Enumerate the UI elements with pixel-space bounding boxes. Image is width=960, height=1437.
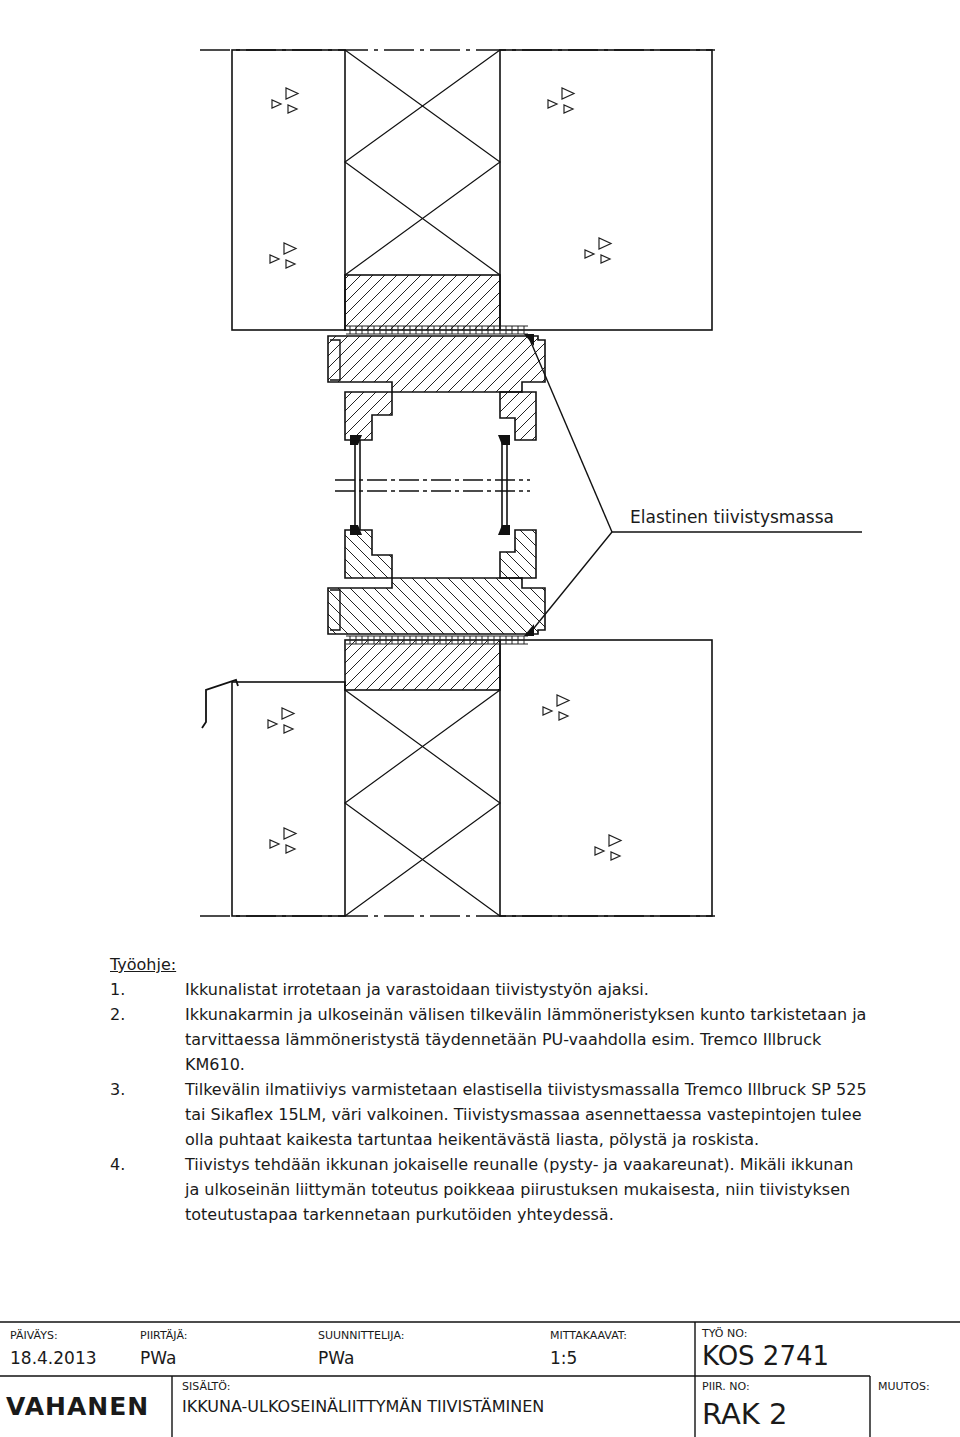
lower-wall-part xyxy=(345,690,500,916)
title-block-frame-part xyxy=(869,1376,870,1437)
instruction-text: Ikkunakarmin ja ulkoseinän välisen tilke… xyxy=(185,1002,870,1077)
instruction-text: Tiivistys tehdään ikkunan jokaiselle reu… xyxy=(185,1152,870,1227)
field-value: PWa xyxy=(318,1349,354,1369)
drawing-title: IKKUNA-ULKOSEINÄLIITTYMÄN TIIVISTÄMINEN xyxy=(182,1398,544,1416)
lower-wall-part xyxy=(232,682,345,916)
upper-wall-part xyxy=(500,50,712,330)
concrete-marks-part xyxy=(548,88,574,113)
window-frame-part xyxy=(335,480,530,491)
window-frame-part-part xyxy=(354,440,356,530)
window-frame-part-part xyxy=(335,490,530,491)
field-heading: MITTAKAAVAT: xyxy=(550,1330,627,1343)
field-value: 18.4.2013 xyxy=(10,1349,97,1369)
upper-wall-part xyxy=(345,50,500,275)
concrete-marks xyxy=(268,88,621,860)
window-frame-part xyxy=(355,440,507,530)
instruction-item: 3.Tilkevälin ilmatiiviys varmistetaan el… xyxy=(110,1077,870,1152)
lower-wall-part xyxy=(202,680,238,728)
field-heading: SUUNNITTELIJA: xyxy=(318,1330,404,1343)
field-heading: PÄIVÄYS: xyxy=(10,1330,58,1343)
lower-wall xyxy=(202,640,712,916)
company-logo: VAHANEN xyxy=(6,1393,149,1422)
upper-wall xyxy=(232,50,712,330)
field-heading: SISÄLTÖ: xyxy=(182,1381,230,1394)
title-block-frame xyxy=(0,1322,960,1437)
lower-wall-part xyxy=(345,640,500,690)
field-heading: TYÖ NO: xyxy=(702,1328,747,1341)
instructions-heading: Työohje: xyxy=(110,952,870,977)
work-instructions: Työohje:1.Ikkunalistat irrotetaan ja var… xyxy=(110,952,870,1227)
window-frame-part-part xyxy=(506,440,508,530)
item-number: 3. xyxy=(110,1077,185,1152)
concrete-marks-part xyxy=(272,88,298,113)
leader-line-part xyxy=(612,531,862,532)
concrete-marks-part xyxy=(270,243,296,268)
title-block-frame-part xyxy=(171,1376,172,1437)
field-value: 1:5 xyxy=(550,1349,577,1369)
leader-line-part xyxy=(530,340,612,532)
window-frame-part xyxy=(328,326,545,445)
concrete-marks-part xyxy=(270,828,296,853)
item-number: 1. xyxy=(110,977,185,1002)
leader-line-part xyxy=(534,532,612,628)
title-block-frame-part xyxy=(0,1375,870,1376)
upper-wall-part xyxy=(232,50,345,330)
upper-wall-part xyxy=(345,50,500,275)
instruction-item: 1.Ikkunalistat irrotetaan ja varastoidaa… xyxy=(110,977,870,1002)
job-number: KOS 2741 xyxy=(702,1342,829,1372)
concrete-marks-part xyxy=(585,238,611,263)
upper-wall-part xyxy=(345,275,500,330)
break-line xyxy=(200,50,715,916)
lower-wall-part xyxy=(345,690,500,916)
instruction-text: Tilkevälin ilmatiiviys varmistetaan elas… xyxy=(185,1077,870,1152)
concrete-marks-part xyxy=(543,695,569,720)
item-number: 4. xyxy=(110,1152,185,1227)
window-frame-part-part xyxy=(501,440,503,530)
instruction-item: 4.Tiivistys tehdään ikkunan jokaiselle r… xyxy=(110,1152,870,1227)
instruction-item: 2.Ikkunakarmin ja ulkoseinän välisen til… xyxy=(110,1002,870,1077)
field-value: PWa xyxy=(140,1349,176,1369)
window-frame-part-part xyxy=(335,479,530,480)
concrete-marks-part xyxy=(268,708,294,733)
window-frame-part-part xyxy=(359,440,361,530)
item-number: 2. xyxy=(110,1002,185,1077)
field-heading: PIIR. NO: xyxy=(702,1381,750,1394)
title-block-frame-part xyxy=(0,1321,960,1322)
lower-wall-part xyxy=(500,640,712,916)
window-frame-part xyxy=(328,525,545,644)
callout-label: Elastinen tiivistysmassa xyxy=(630,508,834,528)
title-block-frame-part xyxy=(694,1322,695,1437)
window-frame xyxy=(328,326,545,644)
instruction-text: Ikkunalistat irrotetaan ja varastoidaan … xyxy=(185,977,870,1002)
field-heading: PIIRTÄJÄ: xyxy=(140,1330,187,1343)
drawing-number: RAK 2 xyxy=(702,1398,788,1431)
concrete-marks-part xyxy=(595,835,621,860)
leader-line xyxy=(530,340,862,628)
field-heading: MUUTOS: xyxy=(878,1381,930,1394)
